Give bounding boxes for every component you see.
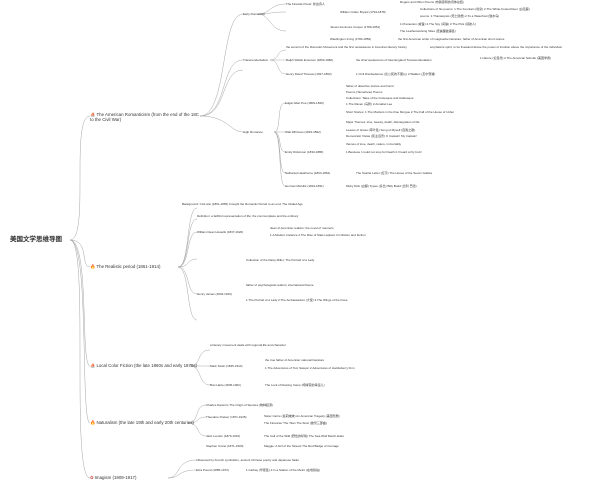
topic-text: Poems (Tamerlane) Poems: [346, 90, 383, 94]
topic-text: the first American writer of imaginative…: [398, 37, 505, 41]
topic-author: Henry David Thoreau (1817-1862): [286, 72, 332, 76]
topic-author: Jack London (1876-1916): [206, 434, 241, 438]
period-label: Imagism (1909-1917): [94, 475, 137, 480]
topic-author: Bret Harte (1836-1902): [210, 383, 241, 387]
topic-text: father of psychological realism; interna…: [246, 283, 314, 287]
topic-author: Herman Melville (1819-1891): [285, 184, 324, 188]
topic-text: The Financier The Titan The Stoic (欲望三部曲…: [264, 421, 327, 425]
period-romanticism[interactable]: ⛵The American Romanticism (from the end …: [90, 112, 200, 123]
topic-author: Theodore Dreiser (1871-1945): [206, 415, 247, 419]
topic-text: 1.The Raven (乌鸦) 2.Annabel Lee: [346, 102, 393, 106]
topic-text: Rogers and Other Poems (布赖恩特的诗体总结): [400, 0, 464, 4]
topic-text: Moby Dick (白鲸) Typee (泰比) Billy Budd (比利…: [346, 184, 417, 188]
topic-author: Mark Twain (1835-1910): [210, 364, 243, 368]
topic-text: themes of love, death, nature, immortali…: [346, 142, 402, 146]
period-label: The American Romanticism (from the end o…: [90, 112, 199, 123]
topic-text: Collections of his poems: 1.The Fountain…: [420, 7, 530, 11]
topic-text: father of detective stories and horror: [346, 84, 395, 88]
root-topic: 美国文学思维导图: [10, 236, 62, 243]
topic-text: The Leatherstocking Tales (皮裹腿故事集): [400, 29, 456, 33]
topic-text: emphasize spirit, to be fivewand above t…: [430, 45, 562, 49]
topic-text: a literary movement deals with regional …: [210, 343, 286, 347]
topic-author: Washington Irving (1783-1859): [330, 37, 372, 41]
topic-text: Definition: a faithful representation of…: [197, 214, 299, 218]
topic-text: Maggie: A Girl of the Streets The Red Ba…: [264, 444, 339, 448]
period-label: Local Color Fiction (the late 1860s and …: [96, 363, 198, 368]
topic-text: the true father of American national lit…: [265, 358, 325, 362]
topic-author: Emily Dickinson (1830-1886): [285, 150, 324, 154]
fire-icon: 🔥: [90, 264, 96, 269]
topic-text: Sister Carrie (嘉莉妹妹) An American Tragedy…: [264, 414, 340, 418]
topic-text: The Luck of Roaring Camp (咆哮营的幸运儿): [265, 383, 325, 387]
topic-author: Edgar Allan Poe (1809-1849): [285, 101, 324, 105]
topic-text: 1.The Adventures of Tom Sawyer 2.Adventu…: [265, 366, 355, 370]
topic-author: William Cullen Bryant (1794-1878): [340, 10, 386, 14]
topic-author: Stephen Crane (1871-1900): [206, 444, 244, 448]
topic-author: Nathaniel Hawthorne (1804-1864): [285, 171, 331, 175]
topic-text: dean of American realism; the novel of m…: [270, 226, 334, 230]
topic-text: 1.Because I could not stop for Death 2.I…: [346, 150, 422, 154]
sailboat-icon: ⛵: [90, 363, 96, 368]
topic-fireside-poets: The Fireside Poets: 炉边诗人: [286, 2, 325, 6]
topic-text: 1.Nature (论自然) 2.The American Scholar (美…: [480, 56, 552, 60]
period-naturalism[interactable]: 🔥Naturalism (the late 19th and early 20t…: [90, 420, 194, 425]
topic-text: Influenced by French symbolism, ancient …: [196, 458, 300, 462]
topic-text: Major Themes: love, beauty, death, disin…: [346, 120, 420, 124]
period-imagism[interactable]: ✿Imagism (1909-1917): [90, 475, 136, 480]
period-label: The Realistic period (1861-1914): [96, 264, 161, 269]
topic-author: Ralph Waldo Emerson (1803-1882): [286, 58, 334, 62]
topic-text: poems: 1.Thanatopsis (死亡随想) 2.To a Water…: [420, 14, 500, 18]
period-label: Naturalism (the late 19th and early 20th…: [96, 420, 194, 425]
period-local-color[interactable]: ⛵Local Color Fiction (the late 1860s and…: [90, 363, 197, 368]
topic-early-romantics[interactable]: Early Romantics: [243, 12, 265, 16]
topic-text: the summit of the Romantic Movement and …: [286, 45, 407, 49]
topic-text: 1.The Portrait of a Lady 2.The Ambassado…: [246, 298, 348, 302]
period-realism[interactable]: 🔥The Realistic period (1861-1914): [90, 264, 160, 269]
topic-text: 1.A Modern Instance 2.The Rise of Silas …: [270, 233, 366, 237]
topic-text: Collections: Tales of the Grotesque and …: [346, 96, 414, 100]
topic-text: Short Stories: 1.The Murders in the Rue …: [346, 110, 455, 114]
topic-text: 1.Civil Disobedience (论公民的不服从) 2.Walden …: [356, 72, 436, 76]
topic-text: The Scarlet Letter (红字) The House of the…: [356, 171, 433, 175]
topic-author: William Dean Howells (1837-1920): [197, 230, 244, 234]
sailboat-icon: ⛵: [90, 112, 96, 117]
topic-text: Charles Darwin's The Origin of Species (…: [206, 403, 274, 407]
topic-author: Walt Whitman (1819-1892): [285, 130, 321, 134]
topic-transcendentalism[interactable]: Transcendentalism: [243, 58, 269, 62]
topic-text: 1.Cathay (华夏集) 2.In a Station of the Met…: [246, 468, 321, 472]
topic-text: Leaves of Grass (草叶集) Song of Myself (自我…: [346, 128, 416, 132]
topic-text: The Call of the Wild (野性的呼唤) The Sea-Wol…: [264, 434, 345, 438]
fire-icon: 🔥: [90, 420, 96, 425]
topic-author: James Fenimore Cooper (1789-1851): [330, 25, 381, 29]
topic-text: 1.Precaution (戒备) 2.The Spy (间谍) 3.The P…: [400, 22, 477, 26]
flower-icon: ✿: [90, 475, 94, 480]
topic-text: Background: Civil war (1861-1865) brough…: [182, 202, 303, 206]
topic-author: Henry James (1843-1916): [197, 292, 232, 296]
topic-text: Collection of the Daisy Miller; The Port…: [246, 258, 315, 262]
topic-text: the chief spokesman of New England Trans…: [356, 58, 432, 62]
topic-author: Ezra Pound (1885-1972): [196, 468, 229, 472]
topic-high-romance[interactable]: High Romance: [243, 130, 263, 134]
topic-text: Democratic Vistas (民主远景) O Captain! My C…: [346, 134, 417, 138]
